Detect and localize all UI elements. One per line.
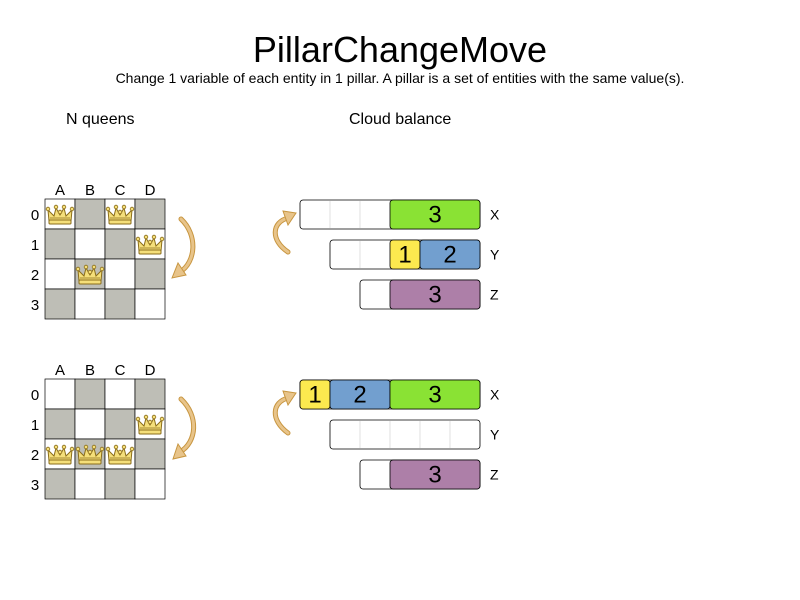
queen-icon bbox=[135, 234, 165, 255]
board-square bbox=[44, 288, 76, 320]
board-square bbox=[74, 408, 106, 440]
curved-arrow-icon bbox=[272, 210, 297, 255]
computer-label: Y bbox=[490, 247, 500, 263]
board-square bbox=[134, 438, 166, 470]
cloud-balance-arrows bbox=[272, 210, 297, 436]
process-block bbox=[389, 199, 481, 230]
page-subtitle: Change 1 variable of each entity in 1 pi… bbox=[115, 70, 685, 86]
process-label: 1 bbox=[398, 242, 411, 269]
computer-capacity-box bbox=[329, 419, 481, 450]
computer-X: 1 2 3 X bbox=[299, 379, 500, 410]
board-square bbox=[74, 198, 106, 230]
column-label: A bbox=[55, 182, 65, 199]
column-label: C bbox=[115, 362, 126, 379]
queen-icon bbox=[105, 444, 135, 465]
board-square bbox=[44, 228, 76, 260]
computer-Y: 1 2 Y bbox=[329, 239, 500, 270]
row-label: 2 bbox=[31, 447, 39, 464]
computer-label: X bbox=[490, 207, 500, 223]
row-label: 2 bbox=[31, 267, 39, 284]
board-square bbox=[44, 378, 76, 410]
board-square bbox=[134, 258, 166, 290]
board-square bbox=[104, 468, 136, 500]
row-label: 1 bbox=[31, 237, 39, 254]
cloud-balance-section-label: Cloud balance bbox=[349, 111, 452, 128]
column-label: C bbox=[115, 182, 126, 199]
row-label: 0 bbox=[31, 387, 39, 404]
process-label: 3 bbox=[428, 282, 441, 309]
nqueens-section-label: N queens bbox=[66, 111, 135, 128]
process-block bbox=[419, 239, 481, 270]
board-square bbox=[44, 408, 76, 440]
curved-arrow-icon bbox=[272, 390, 297, 436]
row-label: 0 bbox=[31, 207, 39, 224]
board-square bbox=[104, 378, 136, 410]
computer-label: X bbox=[490, 387, 500, 403]
queen-icon bbox=[135, 414, 165, 435]
column-label: D bbox=[145, 182, 156, 199]
page-title: PillarChangeMove bbox=[252, 29, 548, 70]
process-block bbox=[389, 459, 481, 490]
board-square bbox=[134, 468, 166, 500]
computer-Y: Y bbox=[329, 419, 500, 450]
process-block bbox=[389, 379, 481, 410]
queen-icon bbox=[75, 264, 105, 285]
board-square bbox=[134, 288, 166, 320]
board-square bbox=[104, 258, 136, 290]
process-label: 3 bbox=[428, 462, 441, 489]
process-label: 2 bbox=[353, 382, 366, 409]
computer-label: Y bbox=[490, 427, 500, 443]
board-square bbox=[104, 288, 136, 320]
queen-icon bbox=[105, 204, 135, 225]
board-square bbox=[44, 258, 76, 290]
queen-icon bbox=[45, 444, 75, 465]
process-label: 3 bbox=[428, 202, 441, 229]
board-square bbox=[104, 228, 136, 260]
computer-label: Z bbox=[490, 467, 499, 483]
computer-label: Z bbox=[490, 287, 499, 303]
board-square bbox=[134, 378, 166, 410]
board-square bbox=[134, 198, 166, 230]
board-square bbox=[44, 468, 76, 500]
column-label: D bbox=[145, 362, 156, 379]
column-label: A bbox=[55, 362, 65, 379]
queen-icon bbox=[75, 444, 105, 465]
curved-arrow-icon bbox=[171, 216, 196, 279]
column-label: B bbox=[85, 182, 95, 199]
row-label: 1 bbox=[31, 417, 39, 434]
process-label: 3 bbox=[428, 382, 441, 409]
process-block bbox=[389, 279, 481, 310]
process-label: 2 bbox=[443, 242, 456, 269]
chessboard-after: A B C D 0 1 2 3 bbox=[31, 362, 166, 500]
row-label: 3 bbox=[31, 477, 39, 494]
column-label: B bbox=[85, 362, 95, 379]
board-square bbox=[74, 288, 106, 320]
board-square bbox=[74, 228, 106, 260]
board-square bbox=[74, 378, 106, 410]
nqueens-arrows bbox=[171, 216, 197, 460]
curved-arrow-icon bbox=[172, 396, 197, 460]
row-label: 3 bbox=[31, 297, 39, 314]
process-label: 1 bbox=[308, 382, 321, 409]
chessboard-before: A B C D 0 1 2 3 bbox=[31, 182, 166, 320]
queen-icon bbox=[45, 204, 75, 225]
board-square bbox=[104, 408, 136, 440]
board-square bbox=[74, 468, 106, 500]
